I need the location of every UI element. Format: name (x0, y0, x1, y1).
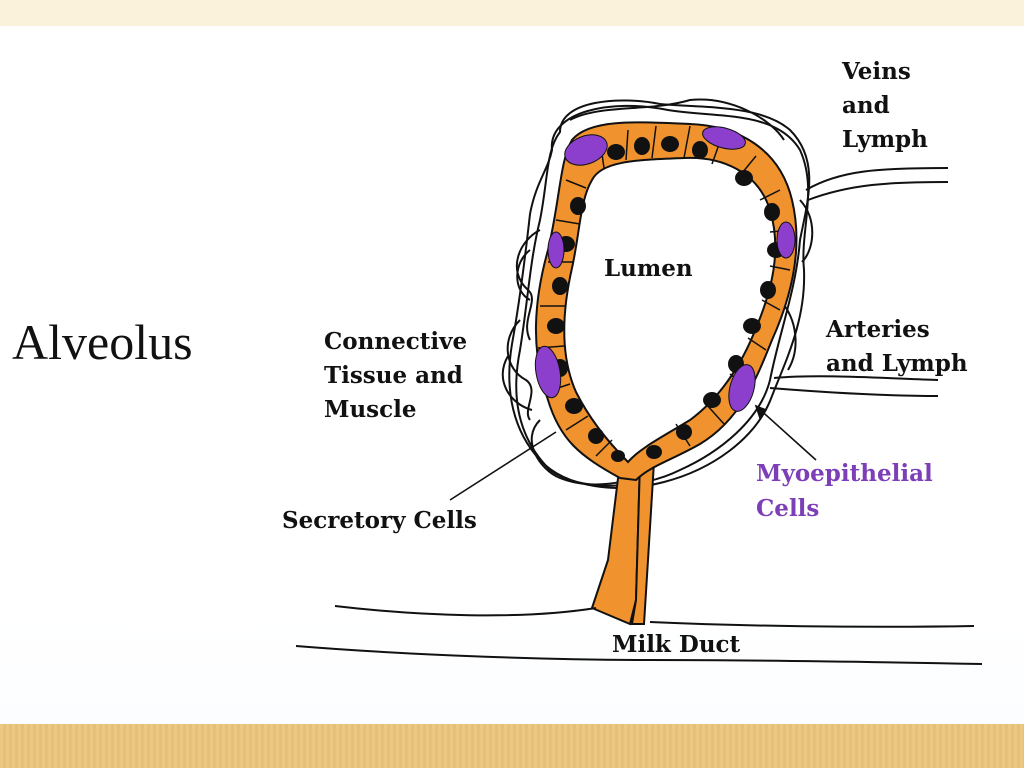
label-veins-1: Veins (842, 58, 911, 85)
label-connective-3: Muscle (324, 396, 417, 423)
label-veins-3: Lymph (842, 126, 928, 153)
label-milk-duct: Milk Duct (612, 631, 741, 658)
label-veins-2: and (842, 92, 890, 119)
label-connective-1: Connective (324, 328, 468, 355)
top-band (0, 0, 1024, 26)
label-lumen: Lumen (604, 255, 693, 282)
label-arteries-2: and Lymph (826, 350, 968, 377)
pointer-lines (449, 404, 817, 501)
label-secretory-cells: Secretory Cells (282, 507, 477, 534)
milk-duct-lines (295, 605, 983, 665)
alveolus-cell-ring (534, 121, 798, 482)
myoepithelial-cells (534, 126, 796, 412)
vessel-lines (769, 167, 949, 397)
label-myoepithelial-2: Cells (756, 495, 820, 522)
diagram-title: Alveolus (12, 314, 193, 370)
label-arteries-1: Arteries (826, 316, 930, 343)
label-connective-2: Tissue and (324, 362, 463, 389)
slide-panel (0, 26, 1024, 724)
bottom-band (0, 724, 1024, 768)
label-myoepithelial-1: Myoepithelial (756, 460, 933, 487)
milk-duct-tube (590, 461, 656, 626)
cell-nuclei (547, 136, 785, 462)
connective-tissue-strands (501, 98, 814, 489)
